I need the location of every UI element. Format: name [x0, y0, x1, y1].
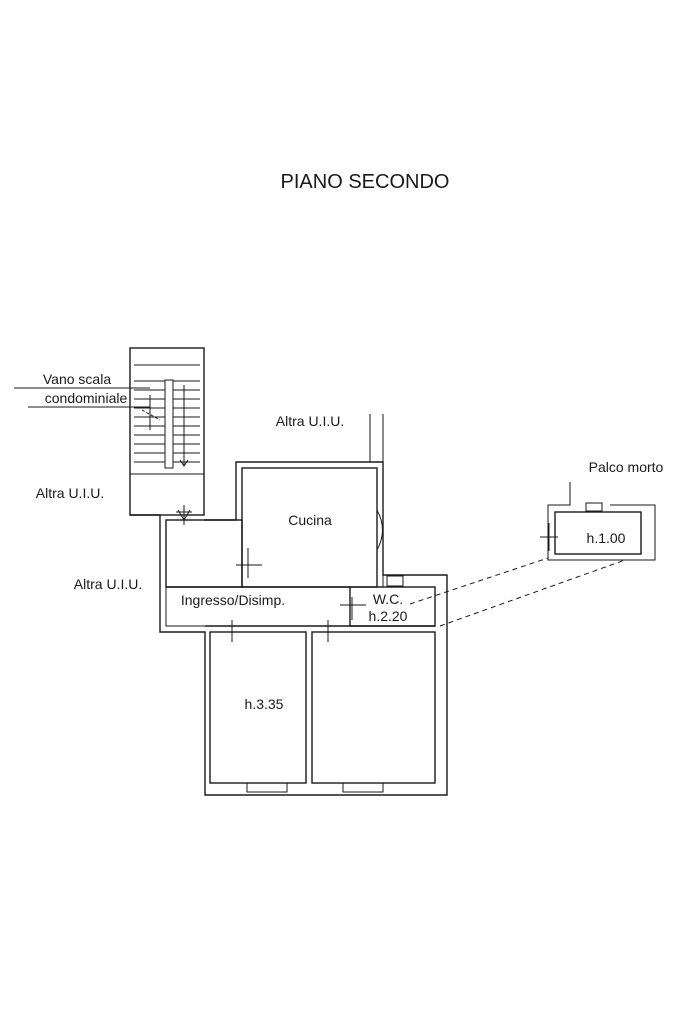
condominiale-label: condominiale	[45, 390, 128, 406]
projection-line-upper	[409, 557, 549, 605]
altra-uiu-top-label: Altra U.I.U.	[276, 413, 344, 429]
wc-height-label: h.2.20	[369, 608, 408, 624]
plan-title: PIANO SECONDO	[281, 171, 450, 193]
apartment-walls	[130, 414, 448, 796]
altra-uiu-left-lower-label: Altra U.I.U.	[74, 576, 142, 592]
altra-uiu-left-upper-label: Altra U.I.U.	[36, 485, 104, 501]
projection-line-lower	[439, 559, 626, 627]
staircase	[14, 347, 205, 516]
ingresso-label: Ingresso/Disimp.	[181, 592, 285, 608]
palco-height-label: h.1.00	[587, 530, 626, 546]
wc-label: W.C.	[373, 591, 403, 607]
palco-morto-label: Palco morto	[589, 459, 664, 475]
room-height-label: h.3.35	[245, 696, 284, 712]
palco-morto	[540, 482, 656, 561]
cucina-label: Cucina	[288, 512, 332, 528]
vano-scala-label: Vano scala	[43, 371, 111, 387]
